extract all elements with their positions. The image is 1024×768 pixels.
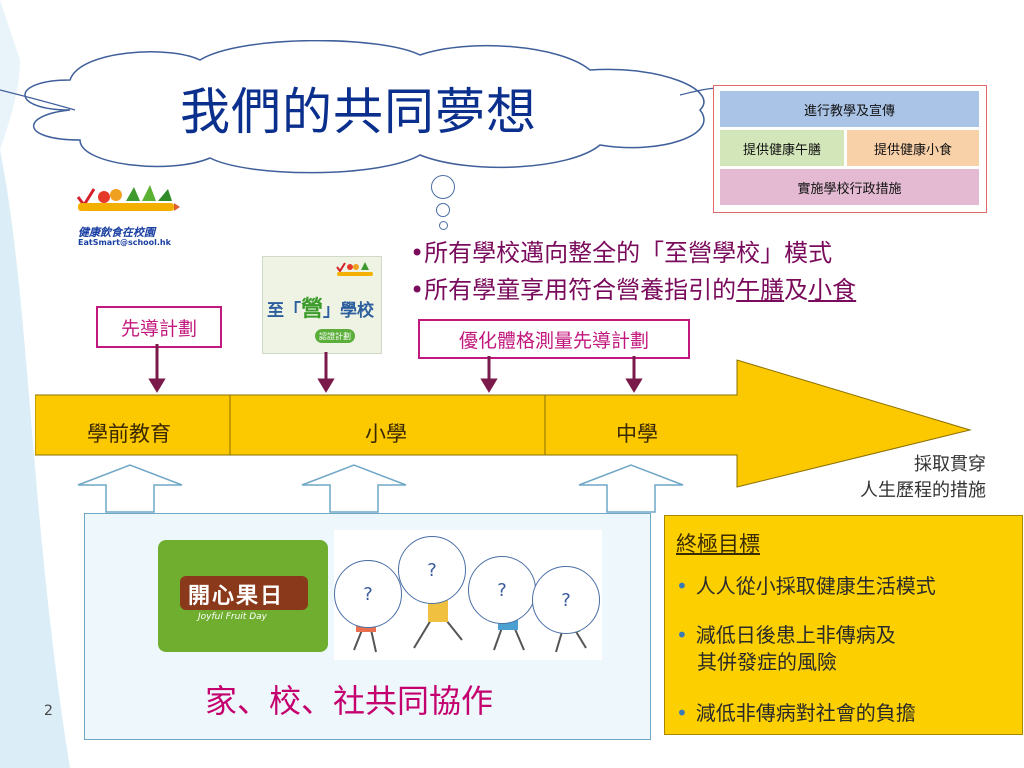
goal-line-1: •所有學校邁向整全的「至營學校」模式 <box>410 239 833 267</box>
fitness-pilot-label: 優化體格測量先導計劃 <box>418 319 690 359</box>
legend-teaching: 進行教學及宣傳 <box>720 91 979 127</box>
goal-snack: 小食 <box>808 276 857 304</box>
ultimate-goal-title: 終極目標 <box>676 532 760 556</box>
question-face-1: ? <box>334 560 402 628</box>
page-number: 2 <box>44 703 53 719</box>
ultimate-goal-box <box>664 515 1023 735</box>
life-stage-arrow <box>35 359 972 488</box>
legend-lunch: 提供健康午膳 <box>720 130 844 166</box>
question-mark-4: ? <box>561 589 571 611</box>
goal-line-2-mid: 及 <box>784 276 809 304</box>
strategy-legend: 進行教學及宣傳 提供健康午膳 提供健康小食 實施學校行政措施 <box>713 85 987 213</box>
question-face-4: ? <box>532 566 600 634</box>
fruit-logo-text: 開心果日 <box>188 584 285 609</box>
lifecourse-note: 採取貫穿 人生歷程的措施 <box>860 452 986 504</box>
joyful-fruit-day-logo: 開心果日 Joyful Fruit Day <box>158 540 328 652</box>
pilot-scheme-label: 先導計劃 <box>96 306 222 348</box>
cert-text-mid: 營 <box>301 297 324 322</box>
ultimate-goal-item-2-text: 減低日後患上非傳病及 <box>695 623 896 647</box>
legend-admin-label: 實施學校行政措施 <box>797 181 902 197</box>
fitness-pilot-text: 優化體格測量先導計劃 <box>458 329 649 352</box>
bullet-icon: • <box>676 574 688 598</box>
stage-secondary: 中學 <box>616 422 658 446</box>
legend-snack: 提供健康小食 <box>847 130 979 166</box>
question-face-3: ? <box>468 556 536 624</box>
question-mark-1: ? <box>363 583 373 605</box>
question-face-2: ? <box>398 536 466 604</box>
stage-preschool: 學前教育 <box>87 422 171 446</box>
thought-bubble-medium <box>436 203 450 217</box>
bullet-icon: • <box>676 623 688 647</box>
ultimate-goal-item-3-text: 減低非傳病對社會的負擔 <box>695 701 916 725</box>
question-mark-3: ? <box>497 579 507 601</box>
cert-text-right: 學校 <box>340 301 375 321</box>
fruit-logo-subtext: Joyful Fruit Day <box>198 612 267 622</box>
ultimate-goal-item-1-text: 人人從小採取健康生活模式 <box>695 574 936 598</box>
logo-url: EatSmart@school.hk <box>78 238 171 247</box>
ultimate-goal-item-2: • 減低日後患上非傳病及 <box>676 622 896 649</box>
goal-line-2-prefix: •所有學童享用符合營養指引的 <box>410 276 737 304</box>
cert-badge-label: 認證計劃 <box>319 331 351 341</box>
certification-image: 至「營」學校 認證計劃 <box>262 256 382 354</box>
legend-snack-label: 提供健康小食 <box>873 142 952 158</box>
title-cloud <box>0 40 720 174</box>
legend-teaching-label: 進行教學及宣傳 <box>803 103 895 119</box>
support-arrows <box>77 464 684 513</box>
children-illustration: ? ? ? ? <box>334 530 602 660</box>
logo-name: 健康飲食在校園 <box>78 226 155 239</box>
ultimate-goal-item-3: • 減低非傳病對社會的負擔 <box>676 700 916 727</box>
legend-admin: 實施學校行政措施 <box>720 169 979 205</box>
thought-bubble-small <box>439 221 448 230</box>
collaboration-caption: 家、校、社共同協作 <box>205 682 494 720</box>
question-mark-2: ? <box>427 559 437 581</box>
thought-bubble-large <box>431 175 455 199</box>
ultimate-goal-item-1: • 人人從小採取健康生活模式 <box>676 573 936 600</box>
lifecourse-note-line-2: 人生歷程的措施 <box>860 480 986 501</box>
ultimate-goal-item-2-cont: 其併發症的風險 <box>697 650 837 674</box>
pilot-scheme-text: 先導計劃 <box>120 317 197 340</box>
page-title: 我們的共同夢想 <box>180 83 537 141</box>
stage-primary: 小學 <box>365 422 407 446</box>
bullet-icon: • <box>676 701 688 725</box>
eatsmart-logo <box>76 185 180 211</box>
cert-badge: 認證計劃 <box>315 329 355 343</box>
cert-mini-logo <box>336 262 373 276</box>
cert-text-left: 至 <box>267 301 284 321</box>
lifecourse-note-line-1: 採取貫穿 <box>914 454 986 475</box>
legend-lunch-label: 提供健康午膳 <box>742 142 821 158</box>
goal-line-2: •所有學童享用符合營養指引的午膳及小食 <box>410 270 856 305</box>
goal-lunch: 午膳 <box>736 276 785 304</box>
connector-arrows <box>148 344 643 393</box>
